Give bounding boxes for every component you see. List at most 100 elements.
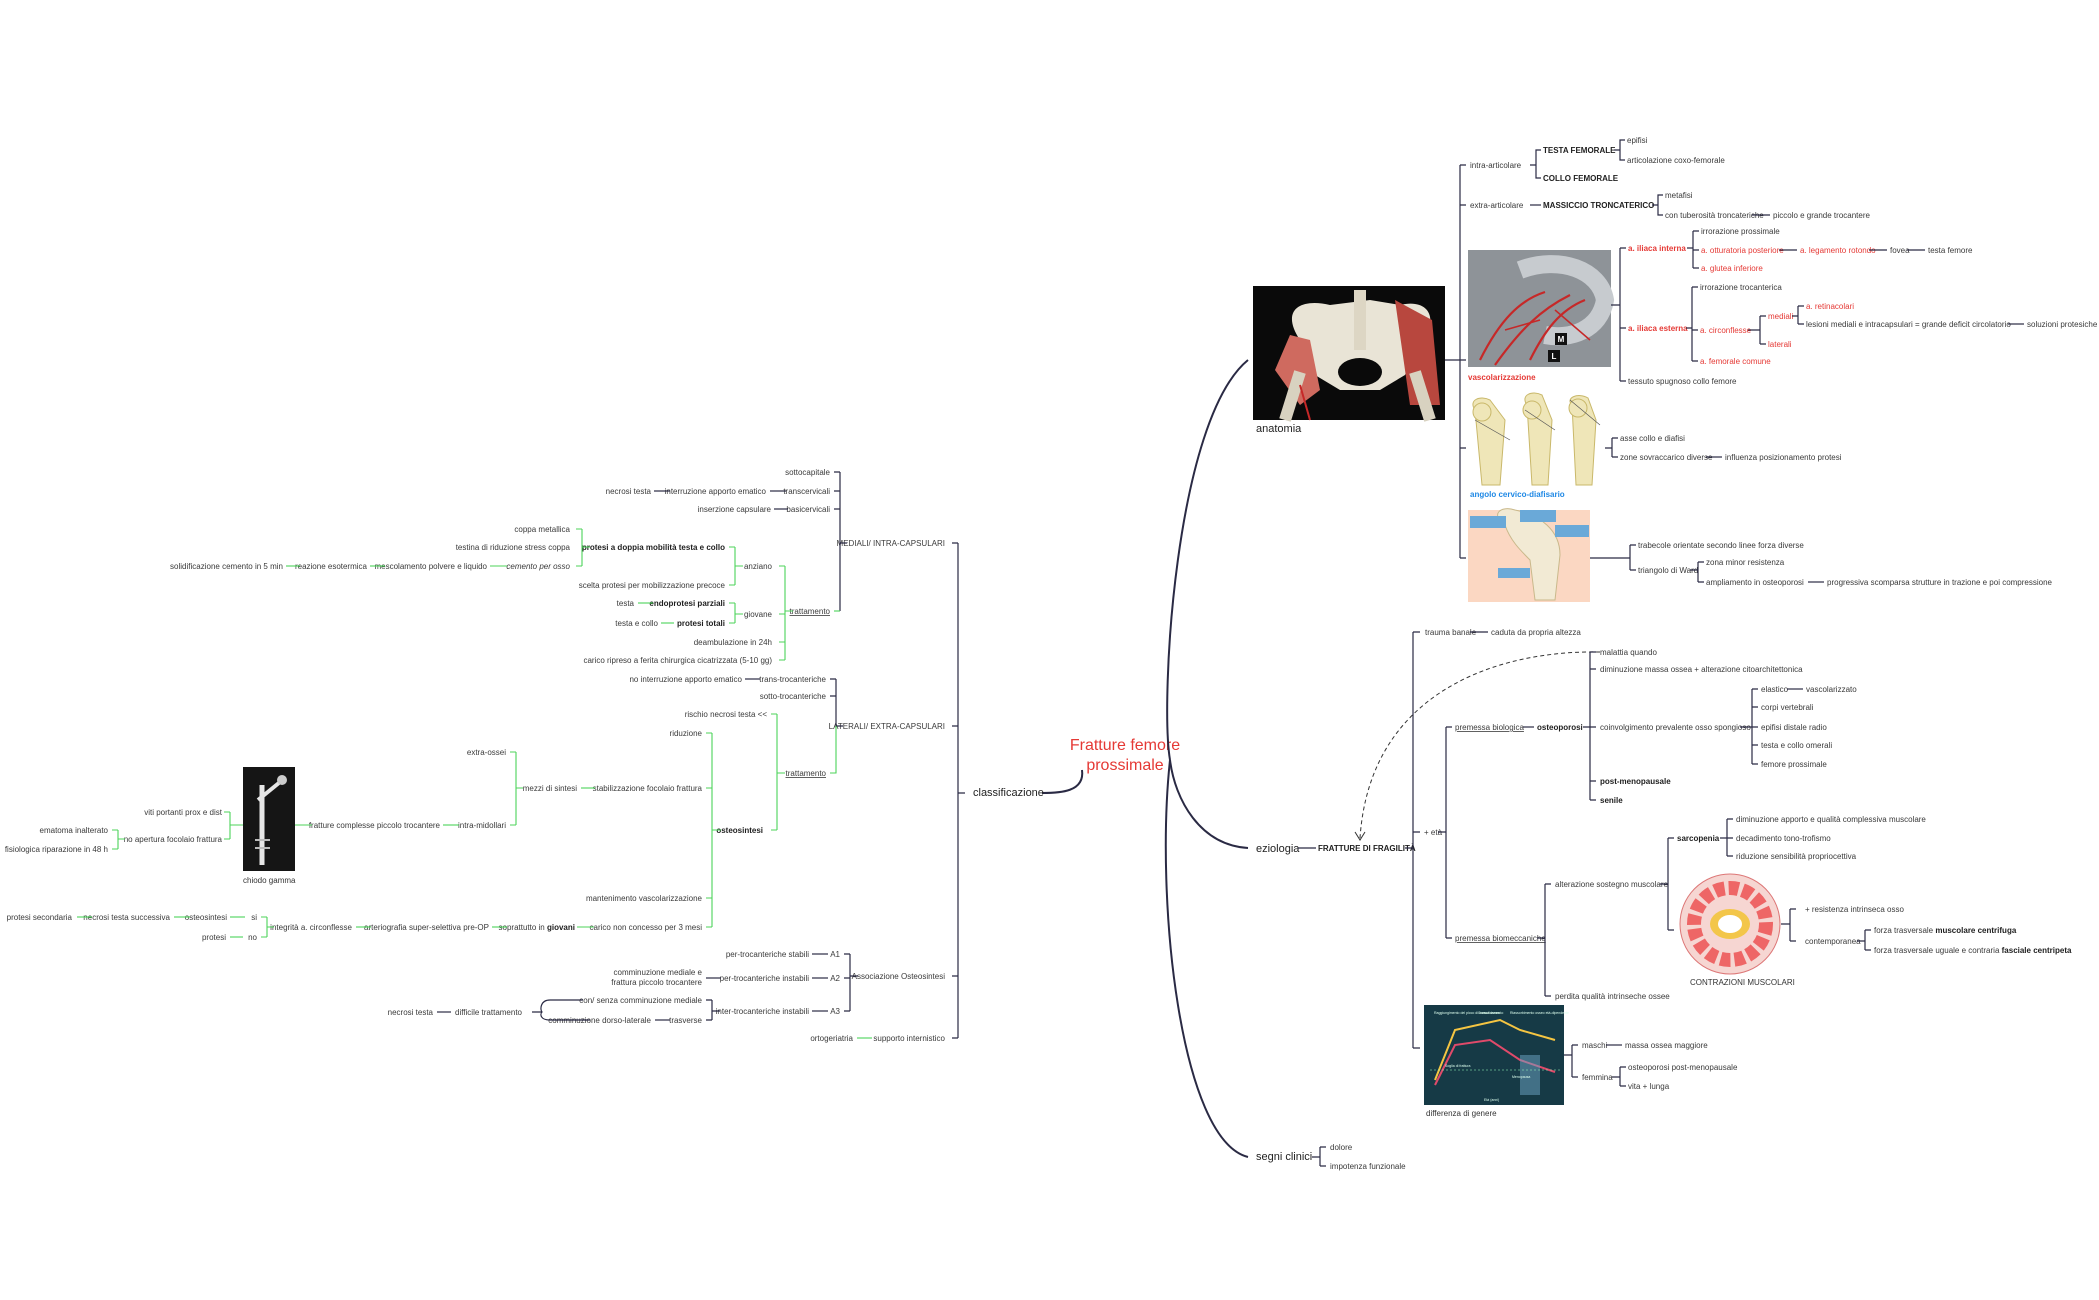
node-eziologia[interactable]: eziologia: [1256, 843, 1300, 855]
node-collo-femorale[interactable]: COLLO FEMORALE: [1543, 174, 1619, 183]
node-fovea[interactable]: fovea: [1890, 246, 1910, 255]
node-iliaca-esterna[interactable]: a. iliaca esterna: [1628, 324, 1688, 333]
node-a3[interactable]: A3: [830, 1007, 840, 1016]
node-soluzioni-protesiche[interactable]: soluzioni protesiche: [2027, 320, 2098, 329]
node-massa-maggiore[interactable]: massa ossea maggiore: [1625, 1041, 1708, 1050]
node-carico-ripreso[interactable]: carico ripreso a ferita chirurgica cicat…: [583, 656, 772, 665]
node-riduzione[interactable]: riduzione: [670, 729, 703, 738]
node-coinvolgimento[interactable]: coinvolgimento prevalente osso spongioso: [1600, 723, 1751, 732]
node-osteosintesi[interactable]: osteosintesi: [716, 826, 763, 835]
node-diminuzione-massa[interactable]: diminuzione massa ossea + alterazione ci…: [1600, 665, 1803, 674]
node-contrazioni[interactable]: CONTRAZIONI MUSCOLARI: [1690, 978, 1795, 987]
node-irrorazione-trocanterica[interactable]: irrorazione trocanterica: [1700, 283, 1782, 292]
node-perdita-qualita[interactable]: perdita qualità intrinseche ossee: [1555, 992, 1670, 1001]
node-progressiva[interactable]: progressiva scomparsa strutture in trazi…: [1827, 578, 2053, 587]
node-glutea[interactable]: a. glutea inferiore: [1701, 264, 1763, 273]
node-osteosintesi-2[interactable]: osteosintesi: [185, 913, 227, 922]
node-anatomia[interactable]: anatomia: [1256, 423, 1302, 435]
node-inter-trocanteriche[interactable]: inter-trocanteriche instabili: [716, 1007, 810, 1016]
node-con-senza[interactable]: con/ senza comminuzione mediale: [579, 996, 702, 1005]
node-femore-prossimale[interactable]: femore prossimale: [1761, 760, 1827, 769]
node-fratture-fragilita[interactable]: FRATTURE DI FRAGILITÀ: [1318, 844, 1416, 853]
node-integrita[interactable]: integrità a. circonflesse: [270, 923, 352, 932]
node-sotto-trocanteriche[interactable]: sotto-trocanteriche: [760, 692, 827, 701]
node-retinacolari[interactable]: a. retinacolari: [1806, 302, 1854, 311]
node-ortogeriatria[interactable]: ortogeriatria: [810, 1034, 853, 1043]
node-osteoporosi[interactable]: osteoporosi: [1537, 723, 1583, 732]
node-lesioni-mediali[interactable]: lesioni mediali e intracapsulari = grand…: [1806, 320, 2011, 329]
node-irrorazione-prossimale[interactable]: irrorazione prossimale: [1701, 227, 1780, 236]
node-premessa-biologica[interactable]: premessa biologica: [1455, 723, 1524, 732]
node-mediali[interactable]: mediali: [1768, 312, 1794, 321]
node-stabilizzazione[interactable]: stabilizzazione focolaio frattura: [593, 784, 703, 793]
node-classificazione[interactable]: classificazione: [973, 787, 1044, 799]
node-difficile-trattamento[interactable]: difficile trattamento: [455, 1008, 523, 1017]
node-testa-collo[interactable]: testa e collo: [615, 619, 658, 628]
node-laterali-extracapsulari[interactable]: LATERALI/ EXTRA-CAPSULARI: [829, 722, 945, 731]
node-legamento-rotondo[interactable]: a. legamento rotondo: [1800, 246, 1876, 255]
node-soprattutto-giovani[interactable]: soprattutto in giovani: [499, 923, 576, 932]
node-necrosi-testa[interactable]: necrosi testa: [606, 487, 652, 496]
node-vascolarizzato[interactable]: vascolarizzato: [1806, 685, 1857, 694]
node-epifisi-anat[interactable]: epifisi: [1627, 136, 1648, 145]
node-trattamento-mediali[interactable]: trattamento: [790, 607, 831, 616]
center-topic-line1[interactable]: Fratture femore: [1070, 737, 1180, 754]
node-chiodo-gamma[interactable]: chiodo gamma: [243, 876, 296, 885]
node-maschi[interactable]: maschi: [1582, 1041, 1608, 1050]
node-osteoporosi-pm[interactable]: osteoporosi post-menopausale: [1628, 1063, 1738, 1072]
node-transcervicali[interactable]: transcervicali: [783, 487, 830, 496]
node-reazione-esotermica[interactable]: reazione esotermica: [295, 562, 368, 571]
node-comminuzione-1[interactable]: comminuzione mediale e: [614, 968, 703, 977]
node-testa-collo-omerali[interactable]: testa e collo omerali: [1761, 741, 1832, 750]
node-cemento-osso[interactable]: cemento per osso: [506, 562, 570, 571]
node-metafisi[interactable]: metafisi: [1665, 191, 1693, 200]
node-zone-sovraccarico[interactable]: zone sovraccarico diverse: [1620, 453, 1713, 462]
node-extra-articolare[interactable]: extra-articolare: [1470, 201, 1524, 210]
node-sarcopenia[interactable]: sarcopenia: [1677, 834, 1720, 843]
node-alterazione-sostegno[interactable]: alterazione sostegno muscolare: [1555, 880, 1669, 889]
node-epifisi-radio[interactable]: epifisi distale radio: [1761, 723, 1827, 732]
node-deambulazione[interactable]: deambulazione in 24h: [694, 638, 772, 647]
node-per-stabili[interactable]: per-trocanteriche stabili: [726, 950, 809, 959]
node-fisiologica[interactable]: fisiologica riparazione in 48 h: [5, 845, 108, 854]
node-massiccio[interactable]: MASSICCIO TRONCATERICO: [1543, 201, 1654, 210]
node-forza-centrifuga[interactable]: forza trasversale muscolare centrifuga: [1874, 926, 2017, 935]
node-riduzione-sensibilita[interactable]: riduzione sensibilità propriocettiva: [1736, 852, 1857, 861]
node-trauma-banale[interactable]: trauma banale: [1425, 628, 1477, 637]
node-influenza-protesi[interactable]: influenza posizionamento protesi: [1725, 453, 1842, 462]
node-necrosi-testa-2[interactable]: necrosi testa: [388, 1008, 434, 1017]
node-decadimento[interactable]: decadimento tono-trofismo: [1736, 834, 1831, 843]
node-per-instabili[interactable]: per-trocanteriche instabili: [720, 974, 810, 983]
node-no-interruzione[interactable]: no interruzione apporto ematico: [629, 675, 742, 684]
node-tuberosita[interactable]: con tuberosità troncateriche: [1665, 211, 1764, 220]
node-laterali[interactable]: laterali: [1768, 340, 1792, 349]
node-anziano[interactable]: anziano: [744, 562, 773, 571]
node-protesi-doppia-mobilita[interactable]: protesi a doppia mobilità testa e collo: [582, 543, 725, 552]
node-coppa-metallica[interactable]: coppa metallica: [514, 525, 570, 534]
node-triangolo-ward[interactable]: triangolo di Ward: [1638, 566, 1698, 575]
node-differenza-genere[interactable]: differenza di genere: [1426, 1109, 1497, 1118]
node-associazione-osteosintesi[interactable]: Associazione Osteosintesi: [852, 972, 946, 981]
node-comminuzione-dl[interactable]: comminuzione dorso-laterale: [548, 1016, 651, 1025]
node-comminuzione-2[interactable]: frattura piccolo trocantere: [611, 978, 702, 987]
node-senile[interactable]: senile: [1600, 796, 1623, 805]
node-sottocapitale[interactable]: sottocapitale: [785, 468, 830, 477]
node-vascolarizzazione[interactable]: vascolarizzazione: [1468, 373, 1536, 382]
node-diminuzione-apporto[interactable]: diminuzione apporto e qualità complessiv…: [1736, 815, 1926, 824]
node-vita-lunga[interactable]: vita + lunga: [1628, 1082, 1670, 1091]
node-mediali-intracapsulari[interactable]: MEDIALI/ INTRA-CAPSULARI: [837, 539, 945, 548]
node-impotenza[interactable]: impotenza funzionale: [1330, 1162, 1406, 1171]
node-articolazione[interactable]: articolazione coxo-femorale: [1627, 156, 1725, 165]
node-trattamento-laterali[interactable]: trattamento: [786, 769, 827, 778]
node-premessa-biomeccaniche[interactable]: premessa biomeccaniche: [1455, 934, 1546, 943]
node-protesi-totali[interactable]: protesi totali: [677, 619, 725, 628]
node-segni-clinici[interactable]: segni clinici: [1256, 1151, 1312, 1163]
node-testina[interactable]: testina di riduzione stress coppa: [456, 543, 571, 552]
node-testa-femore[interactable]: testa femore: [1928, 246, 1973, 255]
node-solidificazione[interactable]: solidificazione cemento in 5 min: [170, 562, 283, 571]
node-scelta-protesi[interactable]: scelta protesi per mobilizzazione precoc…: [579, 581, 726, 590]
node-intra-articolare[interactable]: intra-articolare: [1470, 161, 1522, 170]
node-carico-non[interactable]: carico non concesso per 3 mesi: [590, 923, 703, 932]
node-fratture-complesse[interactable]: fratture complesse piccolo trocantere: [309, 821, 441, 830]
node-basicervicali[interactable]: basicervicali: [786, 505, 830, 514]
